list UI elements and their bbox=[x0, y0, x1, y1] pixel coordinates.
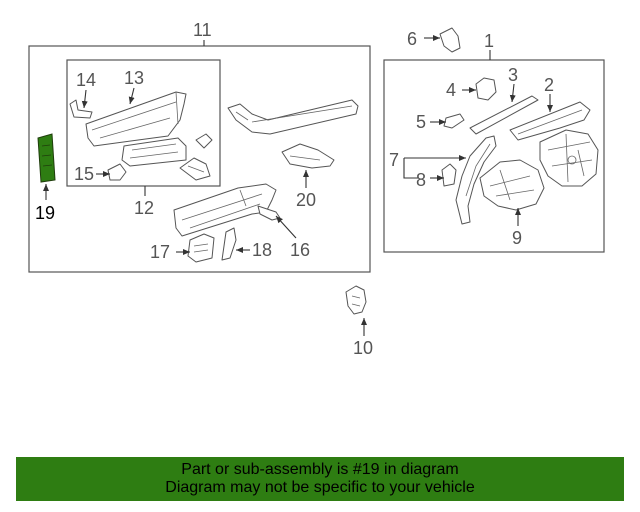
part-9[interactable] bbox=[479, 159, 545, 211]
banner-line-disclaimer: Diagram may not be specific to your vehi… bbox=[165, 479, 475, 496]
callout-17[interactable]: 17 bbox=[150, 242, 170, 262]
part-17[interactable] bbox=[187, 233, 215, 263]
part-13[interactable] bbox=[85, 91, 187, 147]
part-info-banner: Part or sub-assembly is #19 in diagram D… bbox=[16, 457, 624, 501]
callout-3[interactable]: 3 bbox=[508, 65, 518, 85]
callout-16[interactable]: 16 bbox=[290, 240, 310, 260]
part-10[interactable] bbox=[345, 285, 367, 315]
callout-1[interactable]: 1 bbox=[484, 31, 494, 51]
callout-14[interactable]: 14 bbox=[76, 70, 96, 90]
part-4[interactable] bbox=[475, 77, 497, 101]
part-15[interactable] bbox=[107, 163, 127, 181]
callout-11[interactable]: 11 bbox=[193, 20, 212, 40]
part-12-bracket[interactable] bbox=[121, 137, 187, 167]
callout-13[interactable]: 13 bbox=[124, 68, 144, 88]
callout-19[interactable]: 19 bbox=[35, 203, 55, 223]
callout-2[interactable]: 2 bbox=[544, 75, 554, 95]
part-3[interactable] bbox=[469, 95, 539, 135]
part-1-front-assembly[interactable] bbox=[539, 129, 599, 187]
part-12-bracket-small-b[interactable] bbox=[179, 157, 211, 181]
callout-18[interactable]: 18 bbox=[252, 240, 272, 260]
callout-20[interactable]: 20 bbox=[296, 190, 316, 210]
callout-8[interactable]: 8 bbox=[416, 170, 426, 190]
callout-5[interactable]: 5 bbox=[416, 112, 426, 132]
banner-line-part: Part or sub-assembly is #19 in diagram bbox=[181, 461, 459, 478]
part-11-rail[interactable] bbox=[227, 99, 359, 135]
group-box-11 bbox=[28, 45, 371, 273]
callout-9[interactable]: 9 bbox=[512, 228, 522, 248]
part-12-bracket-small-a[interactable] bbox=[195, 133, 213, 149]
part-18[interactable] bbox=[221, 227, 237, 261]
callout-6[interactable]: 6 bbox=[407, 29, 417, 49]
group-box-12 bbox=[66, 59, 221, 187]
leader-3 bbox=[509, 83, 516, 103]
part-19-highlighted[interactable] bbox=[37, 133, 56, 183]
part-8[interactable] bbox=[441, 163, 457, 187]
callout-7[interactable]: 7 bbox=[389, 150, 399, 170]
leader-13 bbox=[128, 87, 135, 105]
callout-4[interactable]: 4 bbox=[446, 80, 456, 100]
callout-10[interactable]: 10 bbox=[353, 338, 373, 358]
callout-15[interactable]: 15 bbox=[74, 164, 94, 184]
part-6[interactable] bbox=[439, 27, 461, 53]
part-14[interactable] bbox=[69, 99, 93, 119]
part-7[interactable] bbox=[455, 135, 497, 225]
leader-16 bbox=[275, 215, 297, 239]
part-20[interactable] bbox=[281, 143, 335, 169]
part-16[interactable] bbox=[173, 183, 277, 237]
part-2[interactable] bbox=[509, 101, 591, 141]
callout-12[interactable]: 12 bbox=[134, 198, 154, 218]
leader-14 bbox=[81, 89, 88, 109]
part-5[interactable] bbox=[443, 113, 465, 129]
leader-7-bracket bbox=[403, 158, 418, 179]
part-16-tip[interactable] bbox=[257, 205, 281, 221]
group-box-1 bbox=[383, 59, 605, 253]
